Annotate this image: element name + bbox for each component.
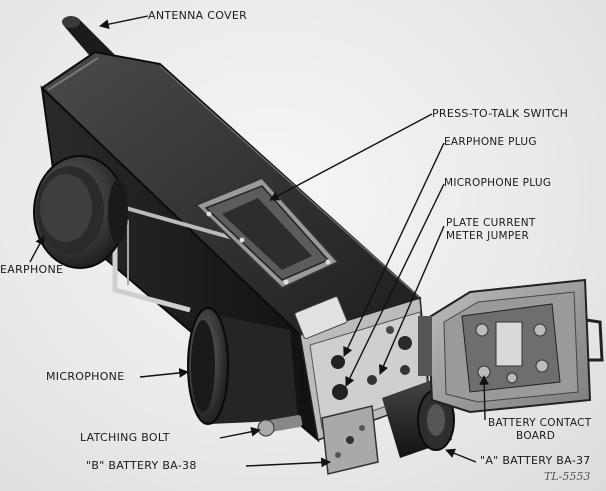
leader-earphone	[29, 235, 45, 263]
label-microphone: MICROPHONE	[46, 370, 125, 383]
label-earphone-plug: EARPHONE PLUG	[444, 136, 537, 148]
leader-b-battery	[245, 457, 331, 468]
microphone	[187, 307, 298, 425]
label-plate-current: PLATE CURRENT	[446, 217, 536, 229]
earphone	[33, 155, 128, 269]
label-latching-bolt: LATCHING BOLT	[80, 431, 170, 444]
label-microphone-plug: MICROPHONE PLUG	[444, 177, 552, 189]
leader-earphone-plug	[343, 142, 445, 357]
label-a-battery: "A" BATTERY BA-37	[480, 454, 591, 467]
b-battery	[321, 405, 379, 475]
figure-reference-number: TL-5553	[544, 470, 591, 483]
leader-microphone	[139, 368, 189, 378]
leader-press-to-talk	[269, 113, 433, 201]
label-b-battery: "B" BATTERY BA-38	[86, 459, 197, 472]
leader-a-battery	[445, 448, 477, 463]
label-antenna-cover: ANTENNA COVER	[148, 9, 248, 22]
leader-microphone-plug	[345, 183, 445, 387]
label-earphone: EARPHONE	[0, 263, 64, 276]
leader-lines	[29, 15, 490, 468]
leader-plate-current	[379, 225, 445, 375]
label-meter-jumper: METER JUMPER	[446, 230, 530, 242]
label-battery-contact: BATTERY CONTACT	[488, 417, 592, 429]
label-battery-contact-board: BOARD	[516, 430, 556, 442]
battery-compartment-lid	[418, 278, 604, 414]
press-to-talk-switch	[194, 176, 340, 290]
leader-battery-contact	[479, 375, 490, 421]
leader-latching-bolt	[219, 426, 261, 439]
leader-antenna	[99, 15, 149, 29]
label-press-to-talk-switch: PRESS-TO-TALK SWITCH	[432, 107, 569, 120]
